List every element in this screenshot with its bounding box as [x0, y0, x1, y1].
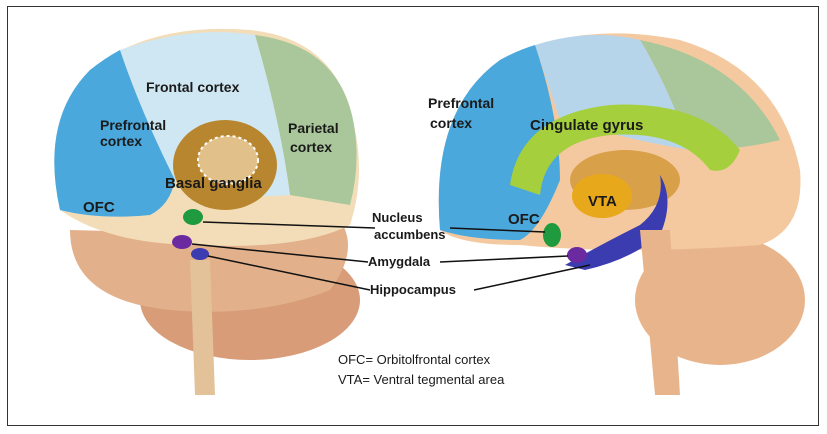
label-vta: VTA [588, 193, 617, 210]
label-right-prefrontal-line2: cortex [430, 115, 472, 131]
left-nucleus-accumbens [183, 209, 203, 225]
label-nucleus-line2: accumbens [374, 227, 446, 242]
label-amygdala: Amygdala [368, 254, 431, 269]
left-amygdala [172, 235, 192, 249]
label-cingulate-gyrus: Cingulate gyrus [530, 117, 643, 134]
label-left-ofc: OFC [83, 199, 115, 216]
legend-ofc-definition: OFC= Orbitolfrontal cortex [338, 352, 491, 367]
label-right-prefrontal-line1: Prefrontal [428, 95, 494, 111]
label-right-ofc: OFC [508, 211, 540, 228]
label-parietal-line2: cortex [290, 139, 332, 155]
label-left-prefrontal-line1: Prefrontal [100, 117, 166, 133]
label-basal-ganglia: Basal ganglia [165, 175, 262, 192]
left-hippocampus [191, 248, 209, 260]
right-amygdala [567, 247, 587, 263]
label-frontal-cortex: Frontal cortex [146, 79, 240, 95]
label-parietal-line1: Parietal [288, 120, 339, 136]
right-ofc-marker [543, 223, 561, 247]
amygdala-line-right [440, 256, 568, 262]
label-hippocampus: Hippocampus [370, 282, 456, 297]
label-nucleus-line1: Nucleus [372, 210, 423, 225]
label-left-prefrontal-line2: cortex [100, 133, 142, 149]
hippocampus-line-right [474, 265, 590, 290]
right-brain [439, 33, 805, 395]
legend-vta-definition: VTA= Ventral tegmental area [338, 372, 505, 387]
